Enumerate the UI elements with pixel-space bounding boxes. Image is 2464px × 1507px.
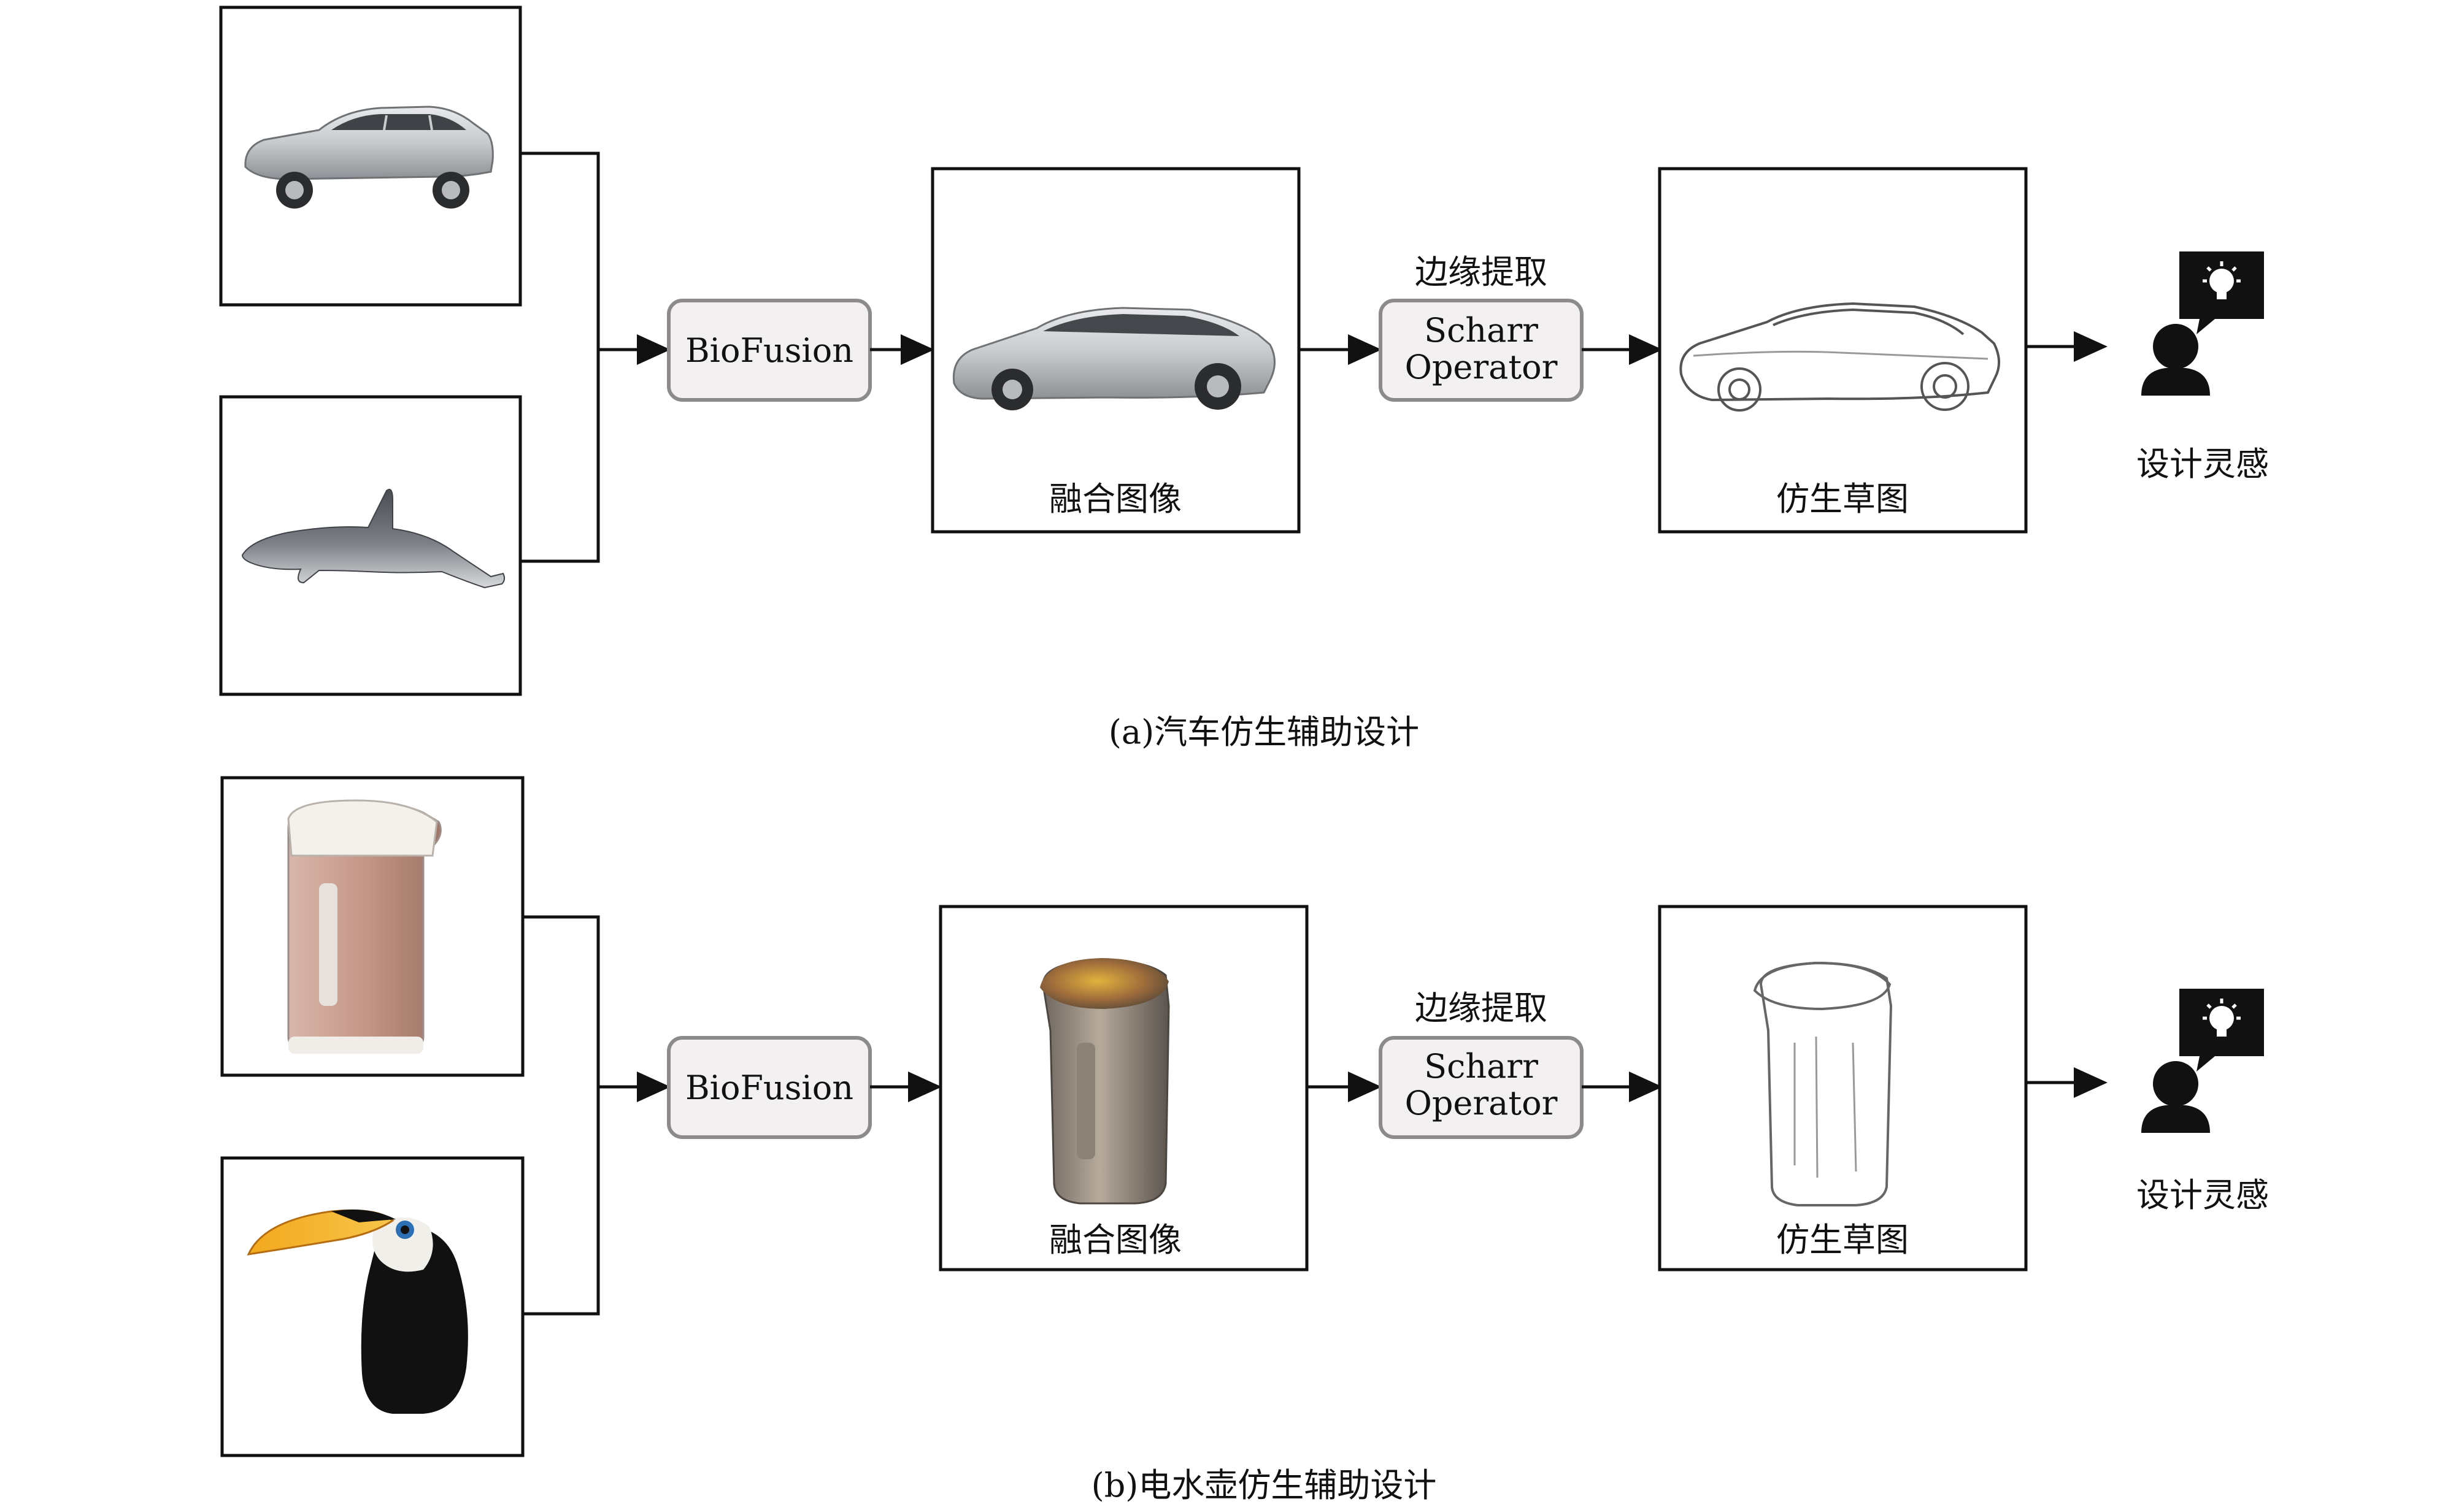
car-image	[244, 105, 494, 209]
sketch-panel-a: 仿生草图	[1658, 167, 2028, 534]
operator-line1: Scharr	[1424, 1047, 1538, 1086]
input-dolphin-panel	[219, 395, 522, 696]
sketch-caption: 仿生草图	[1776, 1221, 1909, 1259]
fused-car-image	[952, 307, 1276, 410]
edge-extraction-label: 边缘提取	[1415, 253, 1547, 291]
person-with-lightbulb-icon	[2141, 989, 2264, 1133]
biofusion-block-b: BioFusion	[667, 1036, 872, 1139]
fused-image-panel-a: 融合图像	[931, 167, 1301, 534]
biofusion-label: BioFusion	[685, 1068, 853, 1107]
operator-line2: Operator	[1405, 1084, 1558, 1122]
output-caption: 设计灵感	[2136, 1176, 2269, 1214]
fused-image-caption: 融合图像	[1049, 1221, 1182, 1259]
operator-line2: Operator	[1405, 348, 1558, 386]
input-kettle-panel	[220, 776, 525, 1077]
car-sketch-image	[1679, 302, 2000, 412]
sketch-caption: 仿生草图	[1776, 480, 1909, 518]
sketch-panel-b: 仿生草图	[1658, 905, 2028, 1271]
row-b: BioFusion 融合图像 边缘提取 Scharr Operator	[220, 776, 2269, 1505]
scharr-operator-block-b: Scharr Operator	[1379, 1036, 1584, 1139]
toucan-image	[247, 1209, 468, 1414]
row-caption-a: (a)汽车仿生辅助设计	[1109, 713, 1419, 751]
kettle-sketch-image	[1753, 961, 1893, 1206]
input-toucan-panel	[220, 1156, 525, 1457]
row-a: BioFusion 融合图像 边缘提取 Scharr Operator	[219, 6, 2269, 751]
merge-connector-a	[520, 151, 671, 563]
fused-image-caption: 融合图像	[1049, 480, 1182, 518]
operator-line1: Scharr	[1424, 311, 1538, 350]
biofusion-block-a: BioFusion	[667, 299, 872, 402]
input-car-panel	[219, 6, 522, 307]
merge-connector-b	[523, 915, 671, 1316]
output-caption: 设计灵感	[2136, 445, 2269, 483]
fused-kettle-image	[1040, 958, 1170, 1205]
edge-extraction-label: 边缘提取	[1415, 989, 1547, 1027]
person-with-lightbulb-icon	[2141, 251, 2264, 396]
dolphin-image	[241, 488, 506, 589]
scharr-operator-block-a: Scharr Operator	[1379, 299, 1584, 402]
kettle-image	[287, 799, 442, 1054]
biofusion-label: BioFusion	[685, 331, 853, 370]
fused-image-panel-b: 融合图像	[939, 905, 1309, 1271]
row-caption-b: (b)电水壶仿生辅助设计	[1091, 1466, 1437, 1505]
